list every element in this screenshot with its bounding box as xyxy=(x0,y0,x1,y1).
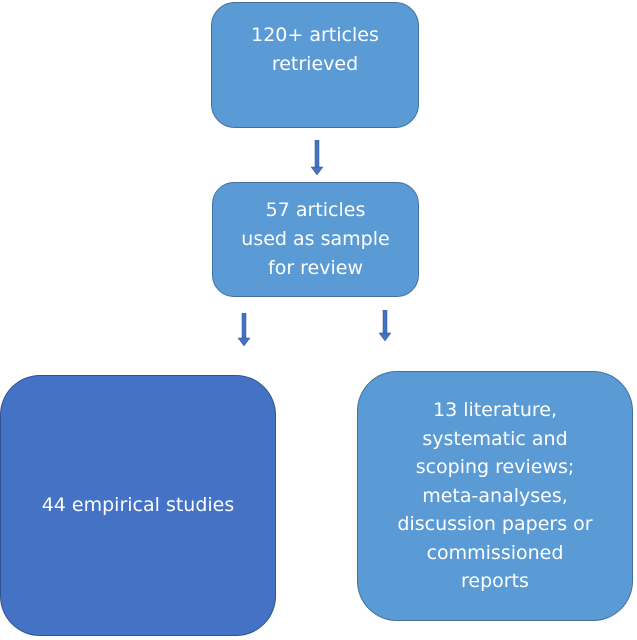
node-reviews-and-reports: 13 literature, systematic and scoping re… xyxy=(357,371,633,621)
node-label: 13 literature, systematic and scoping re… xyxy=(397,399,593,593)
arrow-retrieved-to-sample xyxy=(310,140,324,176)
node-label: 44 empirical studies xyxy=(41,494,235,516)
node-label: 57 articles used as sample for review xyxy=(241,199,390,279)
arrow-sample-to-empirical xyxy=(237,313,251,347)
node-empirical-studies: 44 empirical studies xyxy=(0,375,276,636)
node-label: 120+ articles retrieved xyxy=(251,24,379,75)
node-articles-retrieved: 120+ articles retrieved xyxy=(211,2,419,128)
node-sample-for-review: 57 articles used as sample for review xyxy=(212,182,419,297)
arrow-sample-to-reviews xyxy=(378,310,392,342)
